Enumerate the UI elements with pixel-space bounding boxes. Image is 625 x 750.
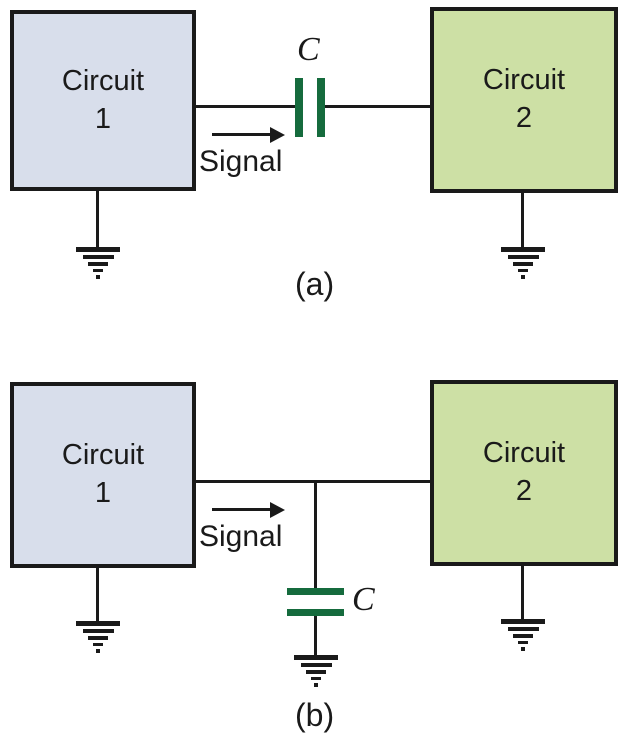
panel-b-wire-tap-down (314, 480, 317, 588)
panel-b-circuit1-label-line2: 1 (94, 477, 112, 509)
panel-b-signal-arrow-icon (212, 508, 272, 511)
panel-a-signal-arrowhead-icon (270, 127, 285, 143)
panel-a-circuit1-label-line2: 1 (94, 102, 112, 135)
panel-a-signal-label: Signal (199, 145, 283, 178)
panel-a-capacitor-plate-left (295, 78, 303, 137)
panel-a-caption: (a) (295, 266, 335, 302)
panel-b-caption: (b) (295, 697, 335, 733)
panel-b-signal-arrowhead-icon (270, 502, 285, 518)
panel-a-circuit1-box: Circuit 1 (10, 10, 196, 191)
panel-a-circuit1-label-line1: Circuit (61, 64, 145, 97)
panel-a-circuit1-ground-wire (96, 189, 99, 248)
panel-b-circuit2-label-line1: Circuit (482, 437, 566, 470)
panel-b-circuit2-label-line2: 2 (515, 475, 533, 507)
panel-b-capacitor-label: C (352, 581, 375, 618)
panel-b-circuit1-ground-wire (96, 566, 99, 622)
panel-a-wire-left (194, 105, 296, 108)
panel-b-circuit2-box: Circuit 2 (430, 380, 618, 566)
panel-b-capacitor-ground-wire (314, 616, 317, 656)
panel-b-circuit1-box: Circuit 1 (10, 382, 196, 568)
panel-a-capacitor-plate-right (317, 78, 325, 137)
panel-b-circuit2-ground-icon (501, 619, 545, 651)
panel-b-capacitor-plate-top (287, 588, 344, 595)
panel-b-capacitor-plate-bottom (287, 609, 344, 616)
panel-a-wire-right (325, 105, 430, 108)
panel-a-signal-arrow-icon (212, 133, 272, 136)
panel-a-capacitor-label: C (297, 31, 320, 68)
panel-b-capacitor-ground-icon (294, 655, 338, 687)
panel-a-circuit2-label-line1: Circuit (482, 64, 566, 97)
panel-a-circuit2-box: Circuit 2 (430, 7, 618, 193)
panel-a-circuit2-ground-icon (501, 247, 545, 279)
panel-a-circuit1-ground-icon (76, 247, 120, 279)
panel-b-wire-across (194, 480, 430, 483)
panel-b-circuit1-label-line1: Circuit (61, 439, 145, 472)
panel-b-circuit1-ground-icon (76, 621, 120, 653)
panel-b-signal-label: Signal (199, 520, 283, 553)
panel-b-circuit2-ground-wire (521, 564, 524, 620)
panel-a-circuit2-label-line2: 2 (515, 102, 533, 134)
panel-a-circuit2-ground-wire (521, 191, 524, 248)
